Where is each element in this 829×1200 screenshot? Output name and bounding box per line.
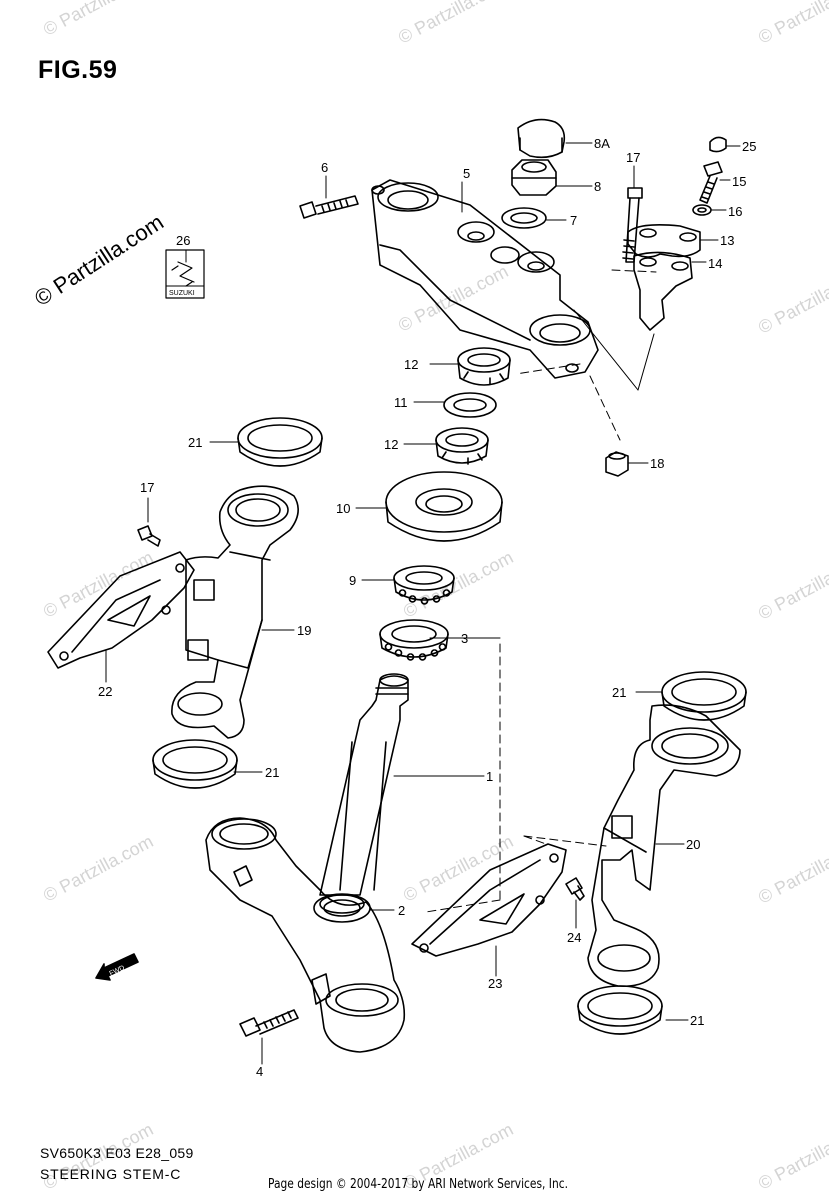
suzuki-emblem: [165, 249, 205, 299]
bracket-23: [411, 843, 567, 957]
figure-title: FIG.59: [38, 56, 118, 84]
section-name: STEERING STEM-C: [40, 1166, 182, 1182]
holder-upper-13: [627, 224, 701, 258]
bolt-24: [565, 877, 585, 901]
construction-lines: [425, 269, 657, 913]
callout-25: 25: [742, 139, 756, 154]
callout-26: 26: [176, 233, 190, 248]
callout-21-top-left: 21: [188, 435, 202, 450]
callout-21-top-right: 21: [612, 685, 626, 700]
callout-labels: 5 6 8A 8 7 25 15 16 17 13 14 26 12 11 12…: [98, 136, 756, 1079]
lower-bracket-1: [205, 817, 406, 1053]
callout-10: 10: [336, 501, 350, 516]
washer-16: [692, 204, 712, 216]
callout-11: 11: [394, 395, 408, 410]
washer-11: [443, 392, 497, 418]
seal-21-top-left: [237, 417, 323, 467]
callout-21-bottom-right: 21: [690, 1013, 704, 1028]
callout-4: 4: [256, 1064, 263, 1079]
bolt-17-left: [137, 525, 161, 547]
callout-19: 19: [297, 623, 311, 638]
lock-nut-12-lower: [435, 427, 489, 465]
callout-22: 22: [98, 684, 112, 699]
callout-23: 23: [488, 976, 502, 991]
seal-21-bottom-right: [577, 985, 663, 1035]
holder-lower-14: [633, 251, 693, 331]
bolt-15: [699, 161, 723, 204]
lock-nut-12-upper: [457, 347, 511, 386]
callout-7: 7: [570, 213, 577, 228]
nut-18: [605, 451, 629, 477]
bearing-3: [379, 619, 449, 661]
seal-21-top-right: [661, 671, 747, 721]
fork-guide-20: [587, 704, 741, 987]
callout-21-mid-left: 21: [265, 765, 279, 780]
callout-18: 18: [650, 456, 664, 471]
callout-17-left: 17: [140, 480, 154, 495]
bearing-9: [393, 565, 455, 605]
callout-20: 20: [686, 837, 700, 852]
callout-16: 16: [728, 204, 742, 219]
seal-2: [319, 894, 365, 914]
fork-guide-19: [171, 485, 299, 739]
footer-copyright: Page design © 2004-2017 by ARI Network S…: [268, 1177, 568, 1192]
bolt-6: [299, 195, 359, 219]
seal-21-mid-left: [152, 739, 238, 789]
model-code: SV650K3 E03 E28_059: [40, 1145, 194, 1161]
nut-8: [511, 159, 557, 196]
callout-1: 1: [486, 769, 493, 784]
washer-7: [501, 207, 547, 229]
fwd-arrow-icon: [95, 953, 139, 981]
callout-24: 24: [567, 930, 581, 945]
callout-2: 2: [398, 903, 405, 918]
cap-nut-8A: [517, 118, 566, 159]
callout-5: 5: [463, 166, 470, 181]
callout-13: 13: [720, 233, 734, 248]
callout-15: 15: [732, 174, 746, 189]
callout-17-upper: 17: [626, 150, 640, 165]
callout-12-lower: 12: [384, 437, 398, 452]
callout-6: 6: [321, 160, 328, 175]
callout-8A: 8A: [594, 136, 610, 151]
leader-lines: [105, 142, 741, 1065]
emblem-label: SUZUKI: [169, 290, 195, 297]
assembly-lines: [573, 309, 655, 391]
callout-3: 3: [461, 631, 468, 646]
callout-8: 8: [594, 179, 601, 194]
callout-12-upper: 12: [404, 357, 418, 372]
bracket-22: [47, 551, 195, 669]
cap-25: [709, 136, 727, 153]
dust-seal-10: [385, 471, 503, 542]
bolt-4: [239, 1009, 299, 1037]
callout-14: 14: [708, 256, 722, 271]
callout-9: 9: [349, 573, 356, 588]
steering-stem-1: [319, 673, 409, 896]
